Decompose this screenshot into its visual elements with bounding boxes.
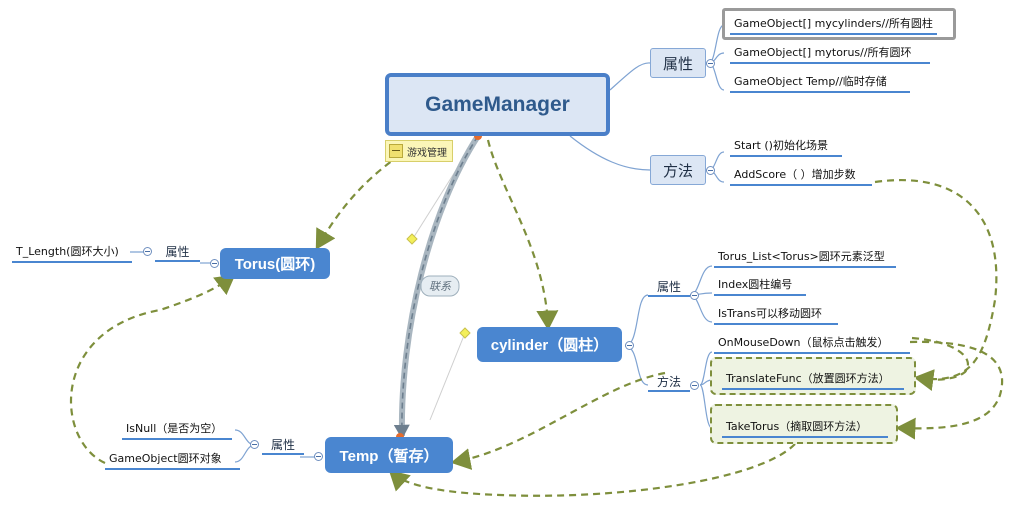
cylinder-attr-leaf-3[interactable]: IsTrans可以移动圆环	[714, 305, 838, 325]
temp-attr-collapse[interactable]	[250, 440, 259, 449]
torus-node[interactable]: Torus(圆环)	[220, 248, 330, 279]
note-icon	[389, 144, 403, 158]
cylinder-method-leaf-1[interactable]: OnMouseDown（鼠标点击触发）	[714, 334, 910, 354]
link-label: 联系	[421, 276, 459, 296]
temp-attr-label: 属性	[270, 437, 295, 452]
method-right-label: 方法	[662, 161, 693, 180]
method-right-leaf-1[interactable]: Start ()初始化场景	[730, 137, 842, 157]
temp-label: Temp（暂存）	[339, 447, 439, 465]
attr-right-collapse[interactable]	[706, 59, 715, 68]
link-label-bg	[420, 275, 460, 297]
temp-collapse[interactable]	[314, 452, 323, 461]
link-label-text: 联系	[429, 280, 451, 293]
cylinder-attr-leaf-2[interactable]: Index圆柱编号	[714, 276, 806, 296]
attr-right-node[interactable]: 属性	[650, 48, 706, 78]
cylinder-method-leaf-3[interactable]: TakeTorus（摘取圆环方法）	[722, 418, 888, 438]
control-point-b[interactable]	[459, 327, 471, 339]
temp-attr-node[interactable]: 属性	[262, 435, 304, 455]
attr-right-leaf-1[interactable]: GameObject[] mycylinders//所有圆柱	[730, 15, 937, 35]
cylinder-attr-leaf-1[interactable]: Torus_List<Torus>圆环元素泛型	[714, 248, 896, 268]
torus-attr-leaf-1[interactable]: T_Length(圆环大小)	[12, 243, 132, 263]
selection-frame	[722, 8, 956, 40]
method-right-collapse[interactable]	[706, 166, 715, 175]
torus-collapse[interactable]	[210, 259, 219, 268]
link-root-temp-dash	[393, 135, 479, 440]
temp-attr-leaf-1[interactable]: IsNull（是否为空）	[122, 420, 232, 440]
torus-attr-collapse[interactable]	[143, 247, 152, 256]
cylinder-method-node[interactable]: 方法	[648, 372, 690, 392]
temp-node[interactable]: Temp（暂存）	[325, 437, 453, 473]
cylinder-attr-collapse[interactable]	[690, 291, 699, 300]
cylinder-method-leaf-2[interactable]: TranslateFunc（放置圆环方法）	[722, 370, 904, 390]
root-node[interactable]: GameManager	[385, 73, 610, 136]
temp-attr-leaf-2[interactable]: GameObject圆环对象	[105, 450, 240, 470]
torus-attr-node[interactable]: 属性	[155, 242, 200, 262]
root-note[interactable]: 游戏管理	[385, 140, 453, 162]
cylinder-node[interactable]: cylinder（圆柱）	[477, 327, 622, 362]
attr-right-label: 属性	[662, 54, 693, 73]
cylinder-attr-label: 属性	[656, 279, 681, 294]
cylinder-label: cylinder（圆柱）	[490, 337, 609, 354]
method-right-leaf-2[interactable]: AddScore（ ）增加步数	[730, 166, 872, 186]
torus-attr-label: 属性	[165, 244, 190, 259]
control-point-a[interactable]	[406, 233, 418, 245]
torus-label: Torus(圆环)	[234, 256, 316, 273]
root-note-text: 游戏管理	[407, 147, 447, 159]
root-label: GameManager	[425, 92, 570, 116]
cylinder-method-label: 方法	[656, 374, 681, 389]
cylinder-attr-node[interactable]: 属性	[648, 277, 690, 297]
attr-right-leaf-2[interactable]: GameObject[] mytorus//所有圆环	[730, 44, 930, 64]
method-right-node[interactable]: 方法	[650, 155, 706, 185]
attr-right-leaf-3[interactable]: GameObject Temp//临时存储	[730, 73, 910, 93]
cylinder-method-collapse[interactable]	[690, 381, 699, 390]
cylinder-collapse[interactable]	[625, 341, 634, 350]
